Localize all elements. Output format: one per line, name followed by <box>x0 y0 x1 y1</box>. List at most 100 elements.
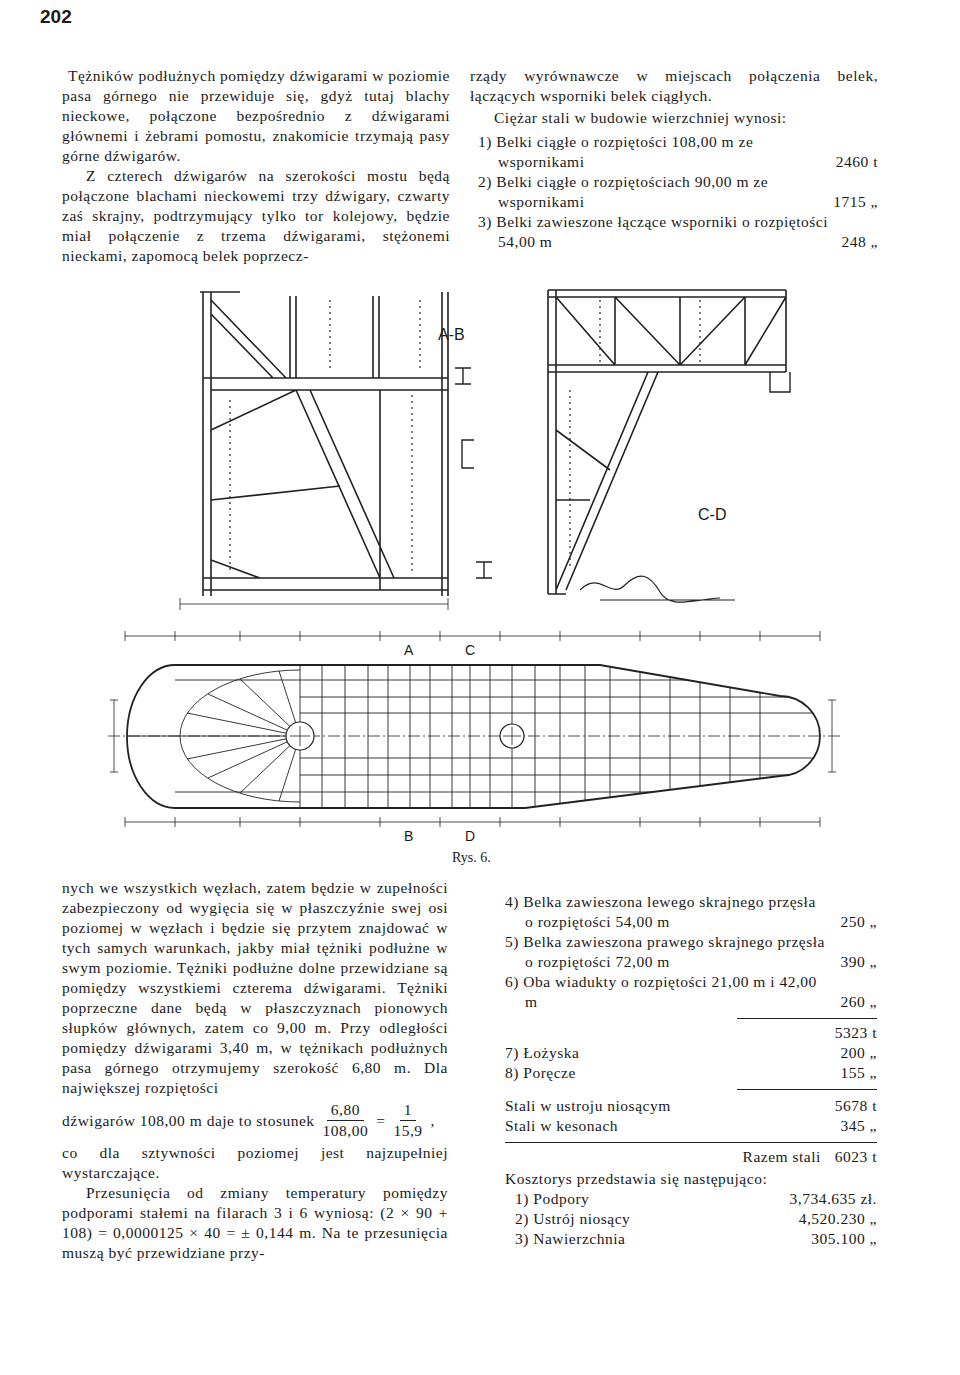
figure-caption: Rys. 6. <box>452 850 491 866</box>
body-paragraph: Tężników podłużnych pomiędzy dźwigarami … <box>62 66 450 166</box>
text-column: Tężników podłużnych pomiędzy dźwigarami … <box>62 66 450 266</box>
sum-rule <box>737 1018 877 1019</box>
text-block: 3) Nawierzchnia 305.100 „ <box>505 1229 877 1249</box>
text-block: nych we wszystkich węzłach, zatem będzie… <box>62 878 448 1098</box>
list-item: Stali w kesonach <box>505 1116 785 1136</box>
amount: 155 „ <box>840 1063 877 1083</box>
section-label: C-D <box>698 506 726 524</box>
page-number: 202 <box>40 6 72 28</box>
text-block: 5323 t <box>505 1023 877 1043</box>
list-item: 2) Belki ciągłe o rozpiętościach 90,00 m… <box>478 172 833 212</box>
text-column: 4) Belka zawieszona lewego skrajnego prz… <box>505 892 877 1249</box>
text-block: Tężników podłużnych pomiędzy dźwigarami … <box>62 66 450 166</box>
amount: 1715 „ <box>833 192 878 212</box>
text-block: Stali w kesonach 345 „ <box>505 1116 877 1136</box>
text-block: 5) Belka zawieszona prawego skrajnego pr… <box>505 932 877 972</box>
fraction: 115,9 <box>393 1100 422 1141</box>
list-item: 2) Ustrój niosący <box>515 1209 755 1229</box>
profile-symbols <box>455 368 492 578</box>
section-label: A-B <box>438 326 465 344</box>
body-paragraph: rządy wyrównawcze w miejscach połączenia… <box>470 66 878 106</box>
list-item: 7) Łożyska <box>505 1043 825 1063</box>
amount: 2460 t <box>836 152 878 172</box>
cross-section-c-d <box>548 290 790 602</box>
amount: 200 „ <box>840 1043 877 1063</box>
center-line <box>108 736 842 737</box>
text-block <box>505 1142 877 1143</box>
girder-members <box>200 292 448 596</box>
text-block: 1) Podpory 3,734.635 zł. <box>505 1189 877 1209</box>
section-mark: C <box>465 642 475 658</box>
section-mark: A <box>404 642 413 658</box>
rail-symbol <box>770 372 790 392</box>
list-item: 3) Nawierzchnia <box>515 1229 755 1249</box>
amount: 5323 t <box>835 1024 877 1041</box>
plan-grid <box>300 665 830 808</box>
truss-members <box>548 290 786 594</box>
body-paragraph: Kosztorys przedstawia się następująco: <box>505 1169 877 1189</box>
formula-part: , <box>431 1111 435 1131</box>
text-block: rządy wyrównawcze w miejscach połączenia… <box>470 66 878 106</box>
channel-symbol <box>462 440 474 468</box>
sum-rule <box>505 1142 877 1143</box>
dimension-lines <box>110 631 836 827</box>
text-block: Przesunięcia od zmiany temperatury pomię… <box>62 1183 448 1263</box>
total-label: Razem stali <box>743 1147 821 1167</box>
list-item: 1) Podpory <box>515 1189 755 1209</box>
sum-rule <box>737 1089 877 1090</box>
rivet-rows <box>570 300 700 570</box>
amount: 260 „ <box>840 992 877 1012</box>
amount: 250 „ <box>840 912 877 932</box>
cross-section-a-b <box>180 292 448 610</box>
body-paragraph: nych we wszystkich węzłach, zatem będzie… <box>62 878 448 1098</box>
list-item: 3) Belki zawieszone łączące wsporniki o … <box>478 212 841 252</box>
signature <box>580 576 735 602</box>
section-mark: D <box>465 828 475 844</box>
text-block: 6) Oba wiadukty o rozpiętości 21,00 m i … <box>505 972 877 1012</box>
text-block: co dla sztywności poziomej jest najzupeł… <box>62 1143 448 1183</box>
text-block: 2) Belki ciągłe o rozpiętościach 90,00 m… <box>470 172 878 212</box>
text-block: 2) Ustrój niosący 4,520.230 „ <box>505 1209 877 1229</box>
body-paragraph: Z czterech dźwigarów na szerokości mostu… <box>62 166 450 266</box>
text-block: 3) Belki zawieszone łączące wsporniki o … <box>470 212 878 252</box>
section-mark: B <box>404 828 413 844</box>
list-item: 8) Poręcze <box>505 1063 825 1083</box>
list-item: 1) Belki ciągłe o rozpiętości 108,00 m z… <box>478 132 836 172</box>
amount: 305.100 „ <box>811 1229 877 1249</box>
list-item: 5) Belka zawieszona prawego skrajnego pr… <box>505 932 825 972</box>
body-paragraph: Ciężar stali w budowie wierzchniej wynos… <box>470 108 878 128</box>
text-block: Stali w ustroju niosącym5678 t <box>505 1096 877 1116</box>
formula-part: 15,9 <box>393 1121 422 1141</box>
amount: 3,734.635 zł. <box>790 1189 877 1209</box>
amount: 345 „ <box>840 1116 877 1136</box>
text-block: Kosztorys przedstawia się następująco: <box>505 1169 877 1189</box>
list-item: 4) Belka zawieszona lewego skrajnego prz… <box>505 892 825 932</box>
i-beam-symbol <box>476 562 492 578</box>
text-block: dźwigarów 108,00 m daje to stosunek6,801… <box>62 1100 448 1141</box>
text-block: 1) Belki ciągłe o rozpiętości 108,00 m z… <box>470 132 878 172</box>
body-paragraph: co dla sztywności poziomej jest najzupeł… <box>62 1143 448 1183</box>
plan-view <box>108 631 842 827</box>
body-paragraph: Przesunięcia od zmiany temperatury pomię… <box>62 1183 448 1263</box>
formula-part: 6,80 <box>327 1100 364 1121</box>
text-block: 7) Łożyska 200 „ <box>505 1043 877 1063</box>
amount: 6023 t <box>835 1147 877 1167</box>
text-block <box>505 1089 877 1090</box>
rivet-rows <box>230 300 420 575</box>
text-block: 4) Belka zawieszona lewego skrajnego prz… <box>505 892 877 932</box>
list-item: Stali w ustroju niosącym <box>505 1096 785 1116</box>
dimension-line <box>180 598 448 610</box>
text-block <box>505 1018 877 1019</box>
list-item: 6) Oba wiadukty o rozpiętości 21,00 m i … <box>505 972 825 1012</box>
fraction: 6,80108,00 <box>323 1100 369 1141</box>
text-block: Ciężar stali w budowie wierzchniej wynos… <box>470 108 878 128</box>
text-block: Z czterech dźwigarów na szerokości mostu… <box>62 166 450 266</box>
text-block: Razem stali 6023 t <box>505 1147 877 1167</box>
text-column: rządy wyrównawcze w miejscach połączenia… <box>470 66 878 252</box>
circle-cross <box>290 726 521 746</box>
text-column: nych we wszystkich węzłach, zatem będzie… <box>62 878 448 1263</box>
text-block: 8) Poręcze 155 „ <box>505 1063 877 1083</box>
body-text: dźwigarów 108,00 m daje to stosunek <box>62 1111 315 1131</box>
amount: 4,520.230 „ <box>799 1209 877 1229</box>
i-beam-symbol <box>455 368 471 384</box>
